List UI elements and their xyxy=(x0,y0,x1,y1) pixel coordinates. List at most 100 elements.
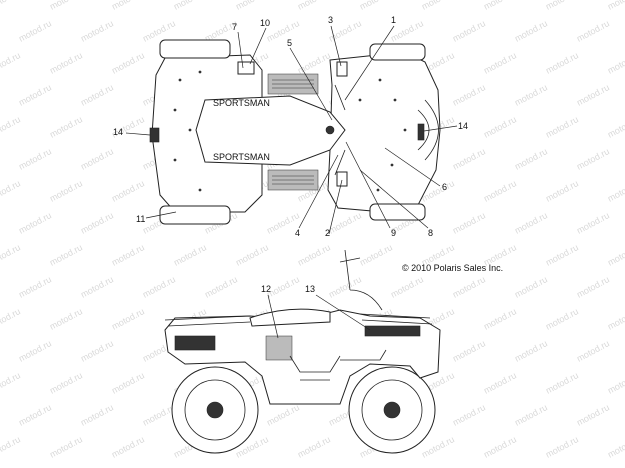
watermark-text: motod.ru xyxy=(544,0,580,12)
watermark-text: motod.ru xyxy=(575,82,611,108)
watermark-text: motod.ru xyxy=(606,0,625,12)
watermark-text: motod.ru xyxy=(327,210,363,236)
watermark-text: motod.ru xyxy=(296,0,332,12)
watermark-text: motod.ru xyxy=(327,274,363,300)
watermark-text: motod.ru xyxy=(17,402,53,428)
watermark-text: motod.ru xyxy=(575,146,611,172)
watermark-text: motod.ru xyxy=(17,210,53,236)
callout-14-rear: 14 xyxy=(113,127,123,137)
copyright-notice: © 2010 Polaris Sales Inc. xyxy=(402,263,503,273)
watermark-text: motod.ru xyxy=(296,50,332,76)
watermark-text: motod.ru xyxy=(606,114,625,140)
watermark-text: motod.ru xyxy=(544,306,580,332)
watermark-text: motod.ru xyxy=(234,242,270,268)
watermark-text: motod.ru xyxy=(0,242,22,268)
watermark-text: motod.ru xyxy=(0,0,22,12)
watermark-text: motod.ru xyxy=(141,402,177,428)
watermark-text: motod.ru xyxy=(606,434,625,460)
watermark-text: motod.ru xyxy=(110,178,146,204)
watermark-text: motod.ru xyxy=(79,146,115,172)
watermark-text: motod.ru xyxy=(513,210,549,236)
watermark-text: motod.ru xyxy=(17,82,53,108)
watermark-text: motod.ru xyxy=(389,274,425,300)
watermark-text: motod.ru xyxy=(0,370,22,396)
watermark-text: motod.ru xyxy=(17,338,53,364)
watermark-text: motod.ru xyxy=(79,402,115,428)
watermark-text: motod.ru xyxy=(358,242,394,268)
watermark-text: motod.ru xyxy=(513,146,549,172)
callout-11: 11 xyxy=(136,214,145,224)
watermark-text: motod.ru xyxy=(0,434,22,460)
watermark-text: motod.ru xyxy=(575,338,611,364)
watermark-text: motod.ru xyxy=(482,178,518,204)
watermark-text: motod.ru xyxy=(544,50,580,76)
watermark-text: motod.ru xyxy=(482,370,518,396)
watermark-text: motod.ru xyxy=(48,306,84,332)
watermark-text: motod.ru xyxy=(110,434,146,460)
watermark-text: motod.ru xyxy=(482,306,518,332)
callout-7: 7 xyxy=(232,22,237,32)
watermark-text: motod.ru xyxy=(296,242,332,268)
watermark-text: motod.ru xyxy=(420,0,456,12)
watermark-text: motod.ru xyxy=(513,274,549,300)
watermark-text: motod.ru xyxy=(48,242,84,268)
watermark-text: motod.ru xyxy=(296,434,332,460)
callout-9: 9 xyxy=(391,228,396,238)
watermark-text: motod.ru xyxy=(606,50,625,76)
watermark-text: motod.ru xyxy=(420,434,456,460)
watermark-text: motod.ru xyxy=(17,274,53,300)
watermark-text: motod.ru xyxy=(451,146,487,172)
watermark-text: motod.ru xyxy=(451,210,487,236)
watermark-text: motod.ru xyxy=(203,274,239,300)
watermark-text: motod.ru xyxy=(0,50,22,76)
watermark-text: motod.ru xyxy=(606,242,625,268)
watermark-text: motod.ru xyxy=(544,178,580,204)
watermark-text: motod.ru xyxy=(451,274,487,300)
watermark-text: motod.ru xyxy=(79,82,115,108)
watermark-text: motod.ru xyxy=(17,18,53,44)
callout-14-front: 14 xyxy=(458,121,468,131)
watermark-text: motod.ru xyxy=(544,370,580,396)
watermark-text: motod.ru xyxy=(141,274,177,300)
watermark-text: motod.ru xyxy=(110,0,146,12)
callout-10: 10 xyxy=(260,18,270,28)
watermark-text: motod.ru xyxy=(0,178,22,204)
sportsman-decal-upper: SPORTSMAN xyxy=(213,98,270,108)
watermark-text: motod.ru xyxy=(482,434,518,460)
watermark-text: motod.ru xyxy=(0,114,22,140)
watermark-text: motod.ru xyxy=(79,18,115,44)
watermark-text: motod.ru xyxy=(79,338,115,364)
watermark-text: motod.ru xyxy=(482,114,518,140)
watermark-text: motod.ru xyxy=(172,0,208,12)
watermark-text: motod.ru xyxy=(48,370,84,396)
watermark-text: motod.ru xyxy=(110,306,146,332)
atv-side-view xyxy=(164,249,441,454)
sportsman-decal-lower: SPORTSMAN xyxy=(213,152,270,162)
callout-8: 8 xyxy=(428,228,433,238)
watermark-text: motod.ru xyxy=(172,242,208,268)
watermark-text: motod.ru xyxy=(79,210,115,236)
watermark-text: motod.ru xyxy=(48,0,84,12)
watermark-text: motod.ru xyxy=(482,50,518,76)
watermark-text: motod.ru xyxy=(234,0,270,12)
watermark-text: motod.ru xyxy=(17,146,53,172)
watermark-text: motod.ru xyxy=(544,242,580,268)
watermark-text: motod.ru xyxy=(482,0,518,12)
watermark-text: motod.ru xyxy=(575,402,611,428)
watermark-text: motod.ru xyxy=(606,178,625,204)
watermark-text: motod.ru xyxy=(48,178,84,204)
callout-2: 2 xyxy=(325,228,330,238)
watermark-text: motod.ru xyxy=(513,18,549,44)
watermark-text: motod.ru xyxy=(451,338,487,364)
watermark-text: motod.ru xyxy=(575,18,611,44)
watermark-text: motod.ru xyxy=(513,82,549,108)
callout-5: 5 xyxy=(287,38,292,48)
watermark-text: motod.ru xyxy=(358,0,394,12)
atv-top-view: SPORTSMAN SPORTSMAN xyxy=(149,39,441,225)
watermark-text: motod.ru xyxy=(606,370,625,396)
watermark-text: motod.ru xyxy=(48,50,84,76)
watermark-text: motod.ru xyxy=(265,402,301,428)
watermark-text: motod.ru xyxy=(265,18,301,44)
watermark-text: motod.ru xyxy=(451,18,487,44)
